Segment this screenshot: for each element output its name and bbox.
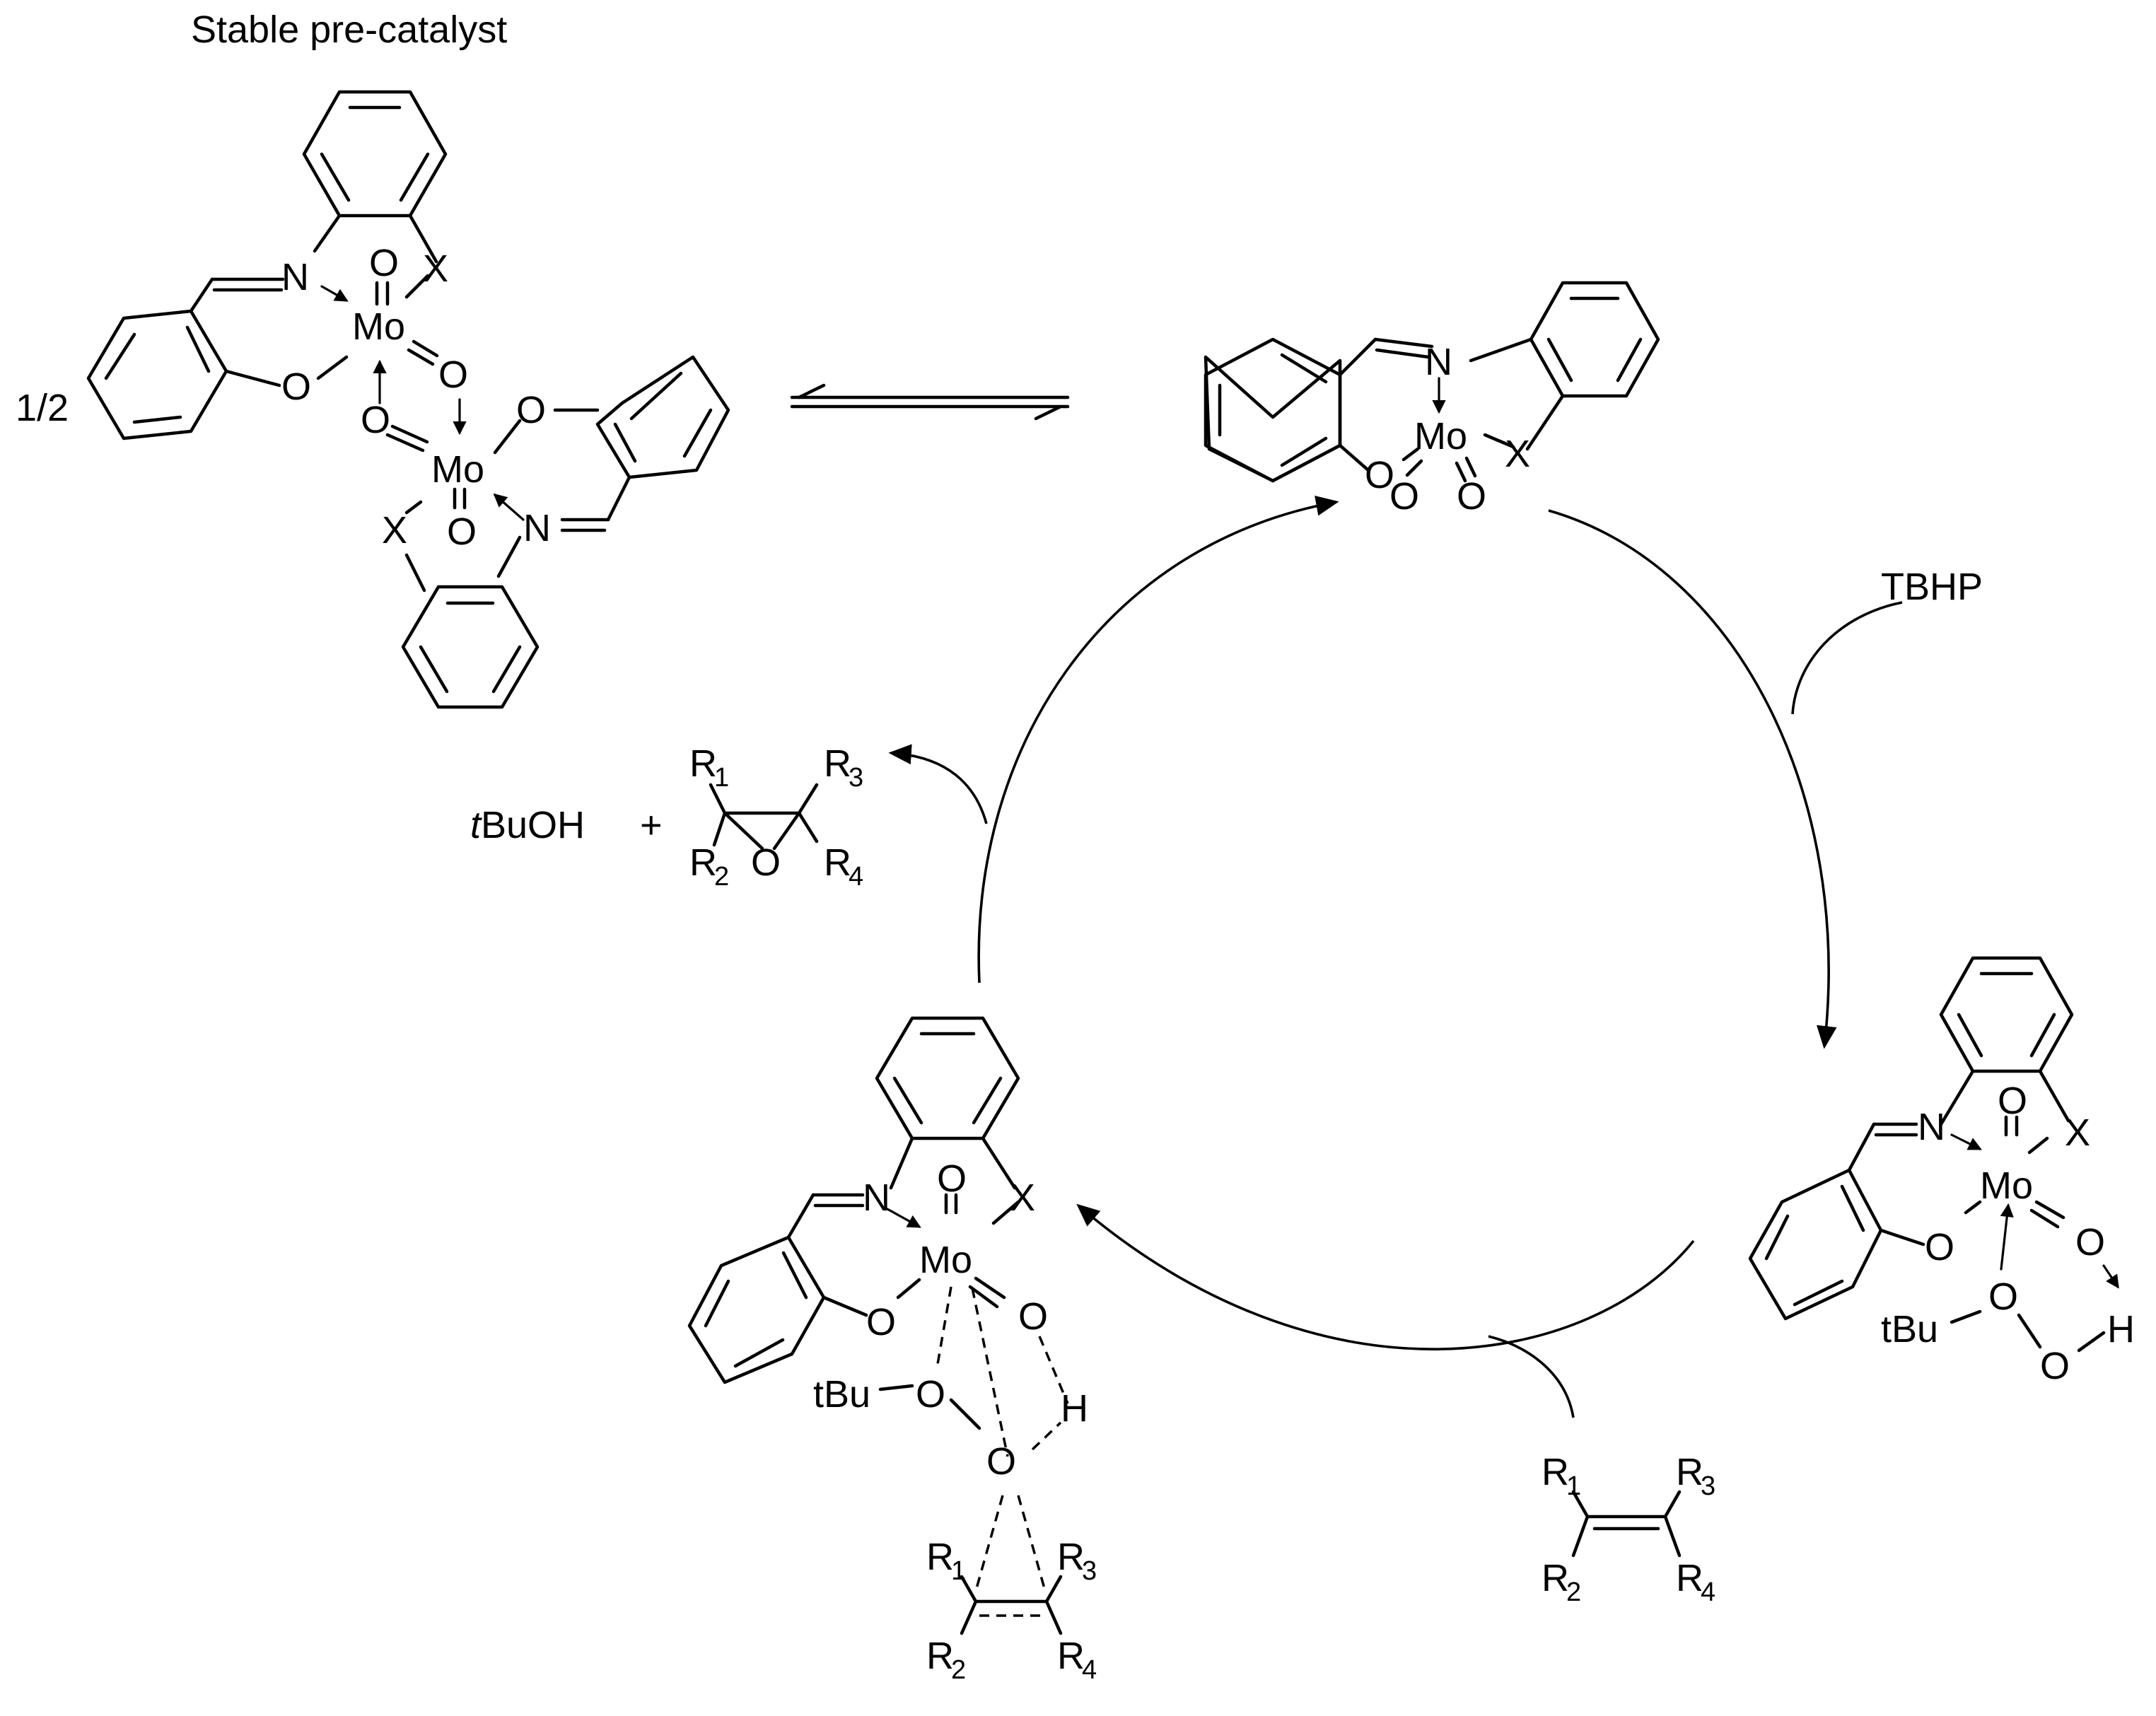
subscript: 2 bbox=[951, 1655, 966, 1685]
tbuoh-prefix: t bbox=[470, 804, 482, 846]
R-label: R bbox=[1057, 1536, 1085, 1578]
R-label: R bbox=[824, 742, 851, 785]
atom-O: O bbox=[1925, 1226, 1954, 1268]
subscript: 2 bbox=[714, 862, 729, 892]
atom-O: O bbox=[916, 1373, 945, 1416]
subscript: 1 bbox=[951, 1556, 966, 1586]
atom-H: H bbox=[1061, 1387, 1088, 1430]
atom-O: O bbox=[361, 399, 390, 441]
atom-O: O bbox=[1389, 475, 1419, 518]
atom-O: O bbox=[369, 242, 399, 284]
atom-O: O bbox=[866, 1301, 896, 1343]
subscript: 1 bbox=[1566, 1471, 1581, 1501]
atom-O: O bbox=[281, 366, 311, 408]
atom-Mo: Mo bbox=[919, 1239, 972, 1281]
atom-O: O bbox=[1998, 1080, 2027, 1122]
atom-O: O bbox=[1018, 1295, 1048, 1338]
precatalyst-title: Stable pre-catalyst bbox=[191, 8, 507, 51]
R-label: R bbox=[926, 1536, 954, 1578]
tBu-label: tBu bbox=[1881, 1308, 1938, 1350]
tbuoh-label: BuOH bbox=[481, 804, 585, 846]
atom-O: O bbox=[516, 389, 546, 431]
mo-tbhp-adduct: N O X Mo O O O H tBu O bbox=[1748, 956, 2135, 1387]
atom-N: N bbox=[281, 256, 309, 298]
subscript: 2 bbox=[1566, 1577, 1581, 1607]
atom-O: O bbox=[447, 510, 477, 553]
epoxidation-transition-state: N O X Mo O O H tBu O O R 1 R 3 R 2 R 4 bbox=[687, 1016, 1097, 1685]
atom-O: O bbox=[1365, 454, 1394, 496]
plus-sign: + bbox=[640, 804, 663, 846]
subscript: 4 bbox=[1082, 1655, 1097, 1685]
atom-X: X bbox=[1505, 433, 1530, 475]
atom-X: X bbox=[1010, 1177, 1035, 1219]
atom-Mo: Mo bbox=[1414, 415, 1467, 457]
precatalyst-dimer: N O X Mo O O O O Mo O N X bbox=[86, 90, 730, 709]
epoxide-product: t BuOH + R 1 R 3 R 2 O R 4 bbox=[470, 742, 863, 892]
atom-O: O bbox=[2040, 1345, 2070, 1387]
atom-O: O bbox=[1988, 1276, 2018, 1318]
atom-O: O bbox=[438, 354, 468, 396]
alkene-substrate: R 1 R 3 R 2 R 4 bbox=[1542, 1451, 1715, 1607]
equilibrium-arrows bbox=[790, 383, 1070, 421]
atom-O: O bbox=[986, 1440, 1016, 1483]
atom-N: N bbox=[863, 1177, 890, 1219]
R-label: R bbox=[1542, 1451, 1569, 1493]
tBu-label: tBu bbox=[813, 1373, 870, 1416]
atom-Mo: Mo bbox=[352, 305, 405, 348]
atom-X: X bbox=[2065, 1111, 2090, 1154]
atom-N: N bbox=[1918, 1106, 1945, 1148]
cycle-arrows bbox=[888, 496, 1903, 1418]
atom-N: N bbox=[1425, 341, 1452, 383]
atom-N: N bbox=[523, 507, 551, 549]
atom-O: O bbox=[1457, 475, 1486, 518]
atom-X: X bbox=[382, 509, 407, 551]
atom-Mo: Mo bbox=[431, 448, 484, 491]
R-label: R bbox=[926, 1635, 954, 1677]
R-label: R bbox=[1057, 1635, 1085, 1677]
R-label: R bbox=[824, 841, 851, 884]
subscript: 1 bbox=[714, 763, 729, 793]
R-label: R bbox=[689, 742, 717, 785]
R-label: R bbox=[1542, 1557, 1569, 1599]
atom-O: O bbox=[2075, 1221, 2105, 1263]
subscript: 3 bbox=[1701, 1471, 1715, 1501]
subscript: 3 bbox=[849, 763, 863, 793]
atom-X: X bbox=[423, 247, 448, 290]
dimer-fraction: 1/2 bbox=[16, 387, 69, 429]
atom-Mo: Mo bbox=[1980, 1165, 2033, 1207]
subscript: 4 bbox=[849, 862, 863, 892]
active-catalyst: N Mo O O O X bbox=[1204, 281, 1660, 518]
R-label: R bbox=[1676, 1451, 1703, 1493]
subscript: 4 bbox=[1701, 1577, 1715, 1607]
R-label: R bbox=[1676, 1557, 1703, 1599]
subscript: 3 bbox=[1082, 1556, 1097, 1586]
atom-O: O bbox=[937, 1157, 967, 1200]
R-label: R bbox=[689, 841, 717, 884]
atom-O: O bbox=[751, 841, 781, 884]
atom-H: H bbox=[2107, 1308, 2135, 1350]
tbhp-label: TBHP bbox=[1881, 566, 1983, 608]
